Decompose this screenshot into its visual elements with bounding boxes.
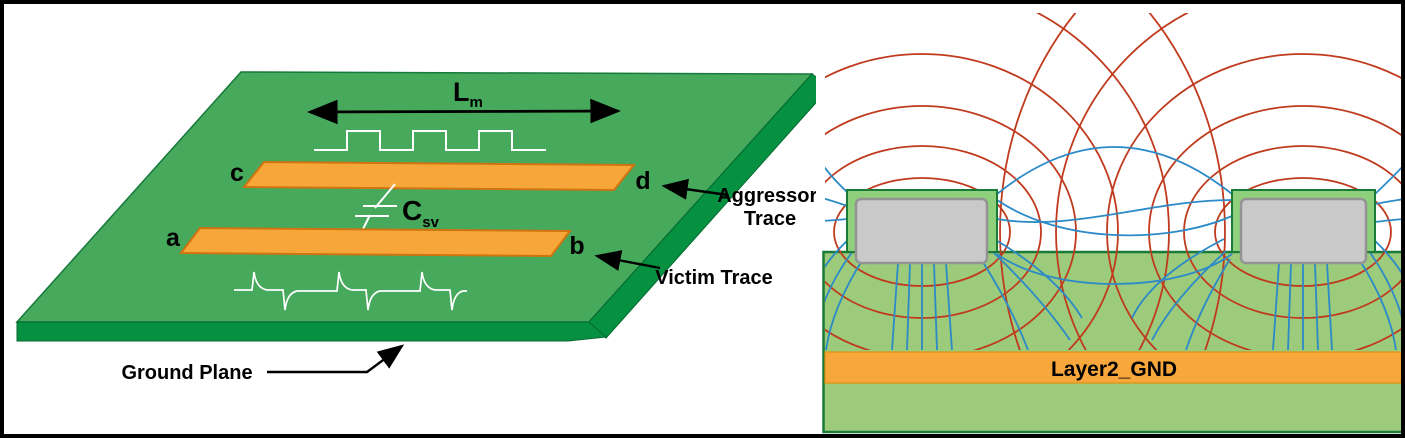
lm-dimension-arrow: [306, 98, 622, 125]
ground-plane-callout: Ground Plane: [121, 344, 405, 384]
aggressor-square-wave: [314, 130, 546, 151]
coupled-length-dimension: Lm: [306, 77, 622, 125]
victim-callout-text: Victim Trace: [655, 267, 772, 289]
layer2-gnd-label: Layer2_GND: [1051, 358, 1177, 381]
left-trace-conductor: [854, 197, 989, 265]
board-right-edge-face: [588, 73, 816, 339]
aggressor-trace-copper: [241, 160, 637, 192]
aggressor-callout-arrow: [661, 178, 729, 200]
endpoint-a-label: a: [166, 224, 181, 252]
right-panel-cross-section: Layer2_GND: [822, 13, 1401, 434]
mutual-capacitance-symbol: [355, 183, 397, 240]
victim-trace: a b: [166, 224, 585, 260]
endpoint-c-label: c: [230, 159, 244, 187]
endpoint-d-label: d: [635, 167, 650, 195]
dielectric-substrate: [822, 250, 1401, 434]
electric-field-lines: [825, 146, 1401, 350]
victim-callout-arrow: [594, 250, 661, 271]
csv-label: Csv: [402, 195, 440, 231]
ground-plane-callout-text: Ground Plane: [121, 362, 252, 384]
cross-section-left-trace: [846, 189, 998, 265]
aggressor-callout-text: Aggressor Trace: [717, 185, 816, 230]
endpoint-b-label: b: [569, 232, 584, 260]
left-panel-perspective-diagram: Lm c d Csv a b Aggressor: [15, 71, 816, 384]
aggressor-callout: Aggressor Trace: [661, 178, 816, 230]
board-front-edge-face: [16, 321, 608, 342]
victim-crosstalk-waveform: [234, 271, 467, 311]
aggressor-trace: c d: [230, 159, 651, 195]
lm-label: Lm: [453, 77, 483, 111]
layer2-gnd-plane: [824, 351, 1401, 384]
ground-plane-callout-arrow: [267, 344, 405, 374]
victim-callout: Victim Trace: [594, 250, 773, 289]
cross-section-right-trace: [1231, 189, 1376, 265]
right-trace-conductor: [1239, 197, 1368, 265]
victim-trace-copper: [178, 226, 573, 258]
